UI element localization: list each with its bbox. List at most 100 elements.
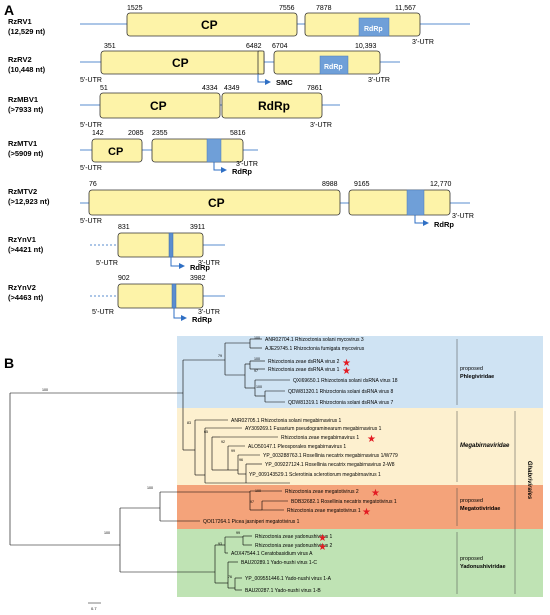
utr5: 5'-UTR [92,309,114,316]
orf-cp [88,189,341,216]
leaf-label: AOX47544.1 Ceratobasidium virus A [231,551,313,557]
orf-rdrp [151,138,244,163]
coord: 2085 [128,130,144,137]
star-icon: ★ [371,488,380,499]
star-icon: ★ [318,533,327,544]
utr3: 3'-UTR [236,161,258,168]
panel-a-label: A [4,2,15,18]
bootstrap-value: 97 [250,500,254,504]
genome-length: (>4463 nt) [8,293,44,302]
utr5: 5'-UTR [80,165,102,172]
smc-label: SMC [276,78,293,87]
leaf-label: QDW81320.1 Rhizoctonia solani dsRNA viru… [288,389,394,395]
genome-name: RzYnV1 [8,235,36,244]
coord: 7861 [307,85,323,92]
orf-cp [99,92,221,119]
bootstrap-value: 100 [256,385,262,389]
family-megabirnaviridae: Megabirnaviridae [460,443,510,449]
genome-rzmbv1: RzMBV1 (>7933 nt) CP RdRp 51 4334 4349 7… [8,85,340,129]
genome-name: RzRV2 [8,55,32,64]
orf-cp-label: CP [201,18,218,32]
star-icon: ★ [342,358,351,369]
rdrp-label: RdRp [324,64,343,71]
bootstrap-value: 83 [187,421,191,425]
rdrp-arrow [170,257,185,269]
bootstrap-value: 100 [147,486,153,490]
star-icon: ★ [342,366,351,377]
star-icon: ★ [367,434,376,445]
leaf-label: AJE29745.1 Rhizoctonia fumigata mycoviru… [265,346,365,352]
family-yadonushiviridae: Yadonushiviridae [460,564,506,570]
coord: 3911 [190,224,205,231]
genome-length: (>12,923 nt) [8,197,50,206]
bootstrap-value: 100 [254,336,260,340]
orf-rdrp [221,92,323,119]
bootstrap-value: 99 [236,531,240,535]
coord: 7878 [316,5,332,12]
family-phlegiviridae: Phlegiviridae [460,374,494,380]
leaf-label: YP_009143529.1 Sclerotinia sclerotiorum … [249,472,381,478]
genome-length: (10,448 nt) [8,65,46,74]
rdrp-domain [206,138,222,163]
genome-length: (>5909 nt) [8,149,44,158]
clade-band-megatotiviridae [177,485,543,529]
coord: 4334 [202,85,218,92]
bootstrap-value: 92 [221,440,225,444]
orf-rdrp-label: RdRp [258,99,290,113]
bootstrap-value: 100 [42,388,48,392]
utr3: 3'-UTR [198,260,220,267]
rdrp-arrow [213,162,227,173]
rdrp-domain [358,17,390,37]
leaf-label: Rhizoctonia zeae dsRNA virus 2 [268,359,340,365]
coord: 76 [89,181,97,188]
genome-name: RzRV1 [8,17,32,26]
leaf-label: Rhizoctonia zeae dsRNA virus 1 [268,367,340,373]
coord: 6482 [246,43,262,50]
genome-name: RzMTV2 [8,187,37,196]
bootstrap-value: 100 [104,531,110,535]
genome-rzrv1: RzRV1 (12,529 nt) CP RdRp 1525 7556 7878… [8,5,470,46]
order-ghabrivirales: Ghabrivirales [526,461,532,500]
leaf-label: ALO50147.1 Pleosporales megabirnavirus 1 [248,444,346,450]
coord: 4349 [224,85,240,92]
coord: 142 [92,130,104,137]
utr5: 5'-UTR [96,260,118,267]
phylogenetic-tree: proposed Phlegiviridae Megabirnaviridae … [9,336,543,611]
rdrp-arrow [414,215,429,226]
leaf-label: QOI17264.1 Picea jasniperi megatotivirus… [203,519,300,525]
coord: 51 [100,85,108,92]
genome-name: RzYnV2 [8,283,36,292]
rdrp-domain [168,232,174,258]
coord: 831 [118,224,130,231]
clade-prefix: proposed [460,366,483,372]
genome-rzmtv2: RzMTV2 (>12,923 nt) CP RdRp 76 8988 9165… [8,181,474,229]
leaf-label: Rhizoctonia zeae yadonushivirus 2 [255,543,332,549]
clade-band-phlegiviridae [177,336,543,408]
star-icon: ★ [318,542,327,553]
leaf-label: AY309269.1 Fusarium pseudograminearum me… [245,426,382,432]
coord: 3982 [190,275,206,282]
bootstrap-value: 96 [239,458,243,462]
coord: 902 [118,275,130,282]
utr5: 5'-UTR [80,77,102,84]
bootstrap-value: 79 [218,354,222,358]
genome-rzynv2: RzYnV2 (>4463 nt) RdRp 902 3982 5'-UTR 3… [8,275,225,324]
leaf-label: QDW81319.1 Rhizoctonia solani dsRNA viru… [288,400,394,406]
orf-rdrp [348,189,451,216]
smc-arrow [257,74,271,85]
clade-band-yadonushiviridae [177,529,543,597]
orf-cp-label: CP [150,99,167,113]
rdrp-arrow-label: RdRp [434,220,454,229]
utr3: 3'-UTR [368,77,390,84]
clade-prefix: proposed [460,556,483,562]
leaf-label: Rhizoctonia zeae yadonushivirus 1 [255,534,332,540]
coord: 8988 [322,181,338,188]
orf-cp-label: CP [208,196,225,210]
leaf-label: Rhizoctonia zeae megatotivirus 1 [287,508,361,514]
clade-prefix: proposed [460,498,483,504]
new-virus-markers: ★ ★ ★ ★ ★ ★ ★ [318,358,380,553]
coord: 9165 [354,181,370,188]
leaf-label: BAU20287.1 Yado-nushi virus 1-B [245,588,321,594]
family-megatotiviridae: Megatotiviridae [460,506,500,512]
